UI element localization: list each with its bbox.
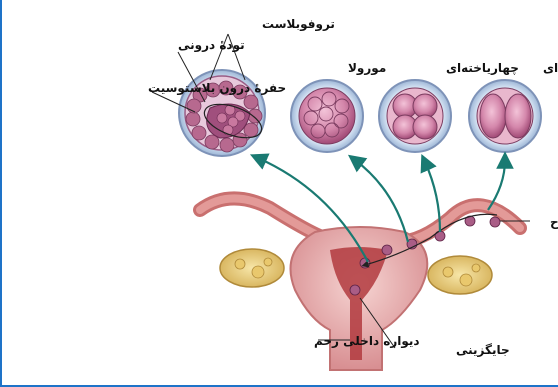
label-inner-cell-mass: تودهٔ درونی — [178, 38, 245, 53]
label-four-cell: چهارياخته‌ای — [446, 61, 519, 75]
label-blastocyst-cavity: حفرهٔ درون بلاستوسیت — [148, 81, 286, 96]
morula — [291, 80, 363, 152]
label-morula: مورولا — [348, 61, 386, 76]
label-endometrium: ديواره داخلی رحم — [314, 334, 420, 349]
label-implantation: جايگزينی — [456, 343, 510, 357]
label-fertilization: لقاح — [550, 215, 558, 229]
two-cell-embryo — [469, 80, 541, 152]
four-cell-embryo — [379, 80, 451, 152]
label-trophoblast: تروفوبلاست — [262, 17, 335, 32]
label-two-cell: دوياخته‌ای — [543, 61, 558, 76]
